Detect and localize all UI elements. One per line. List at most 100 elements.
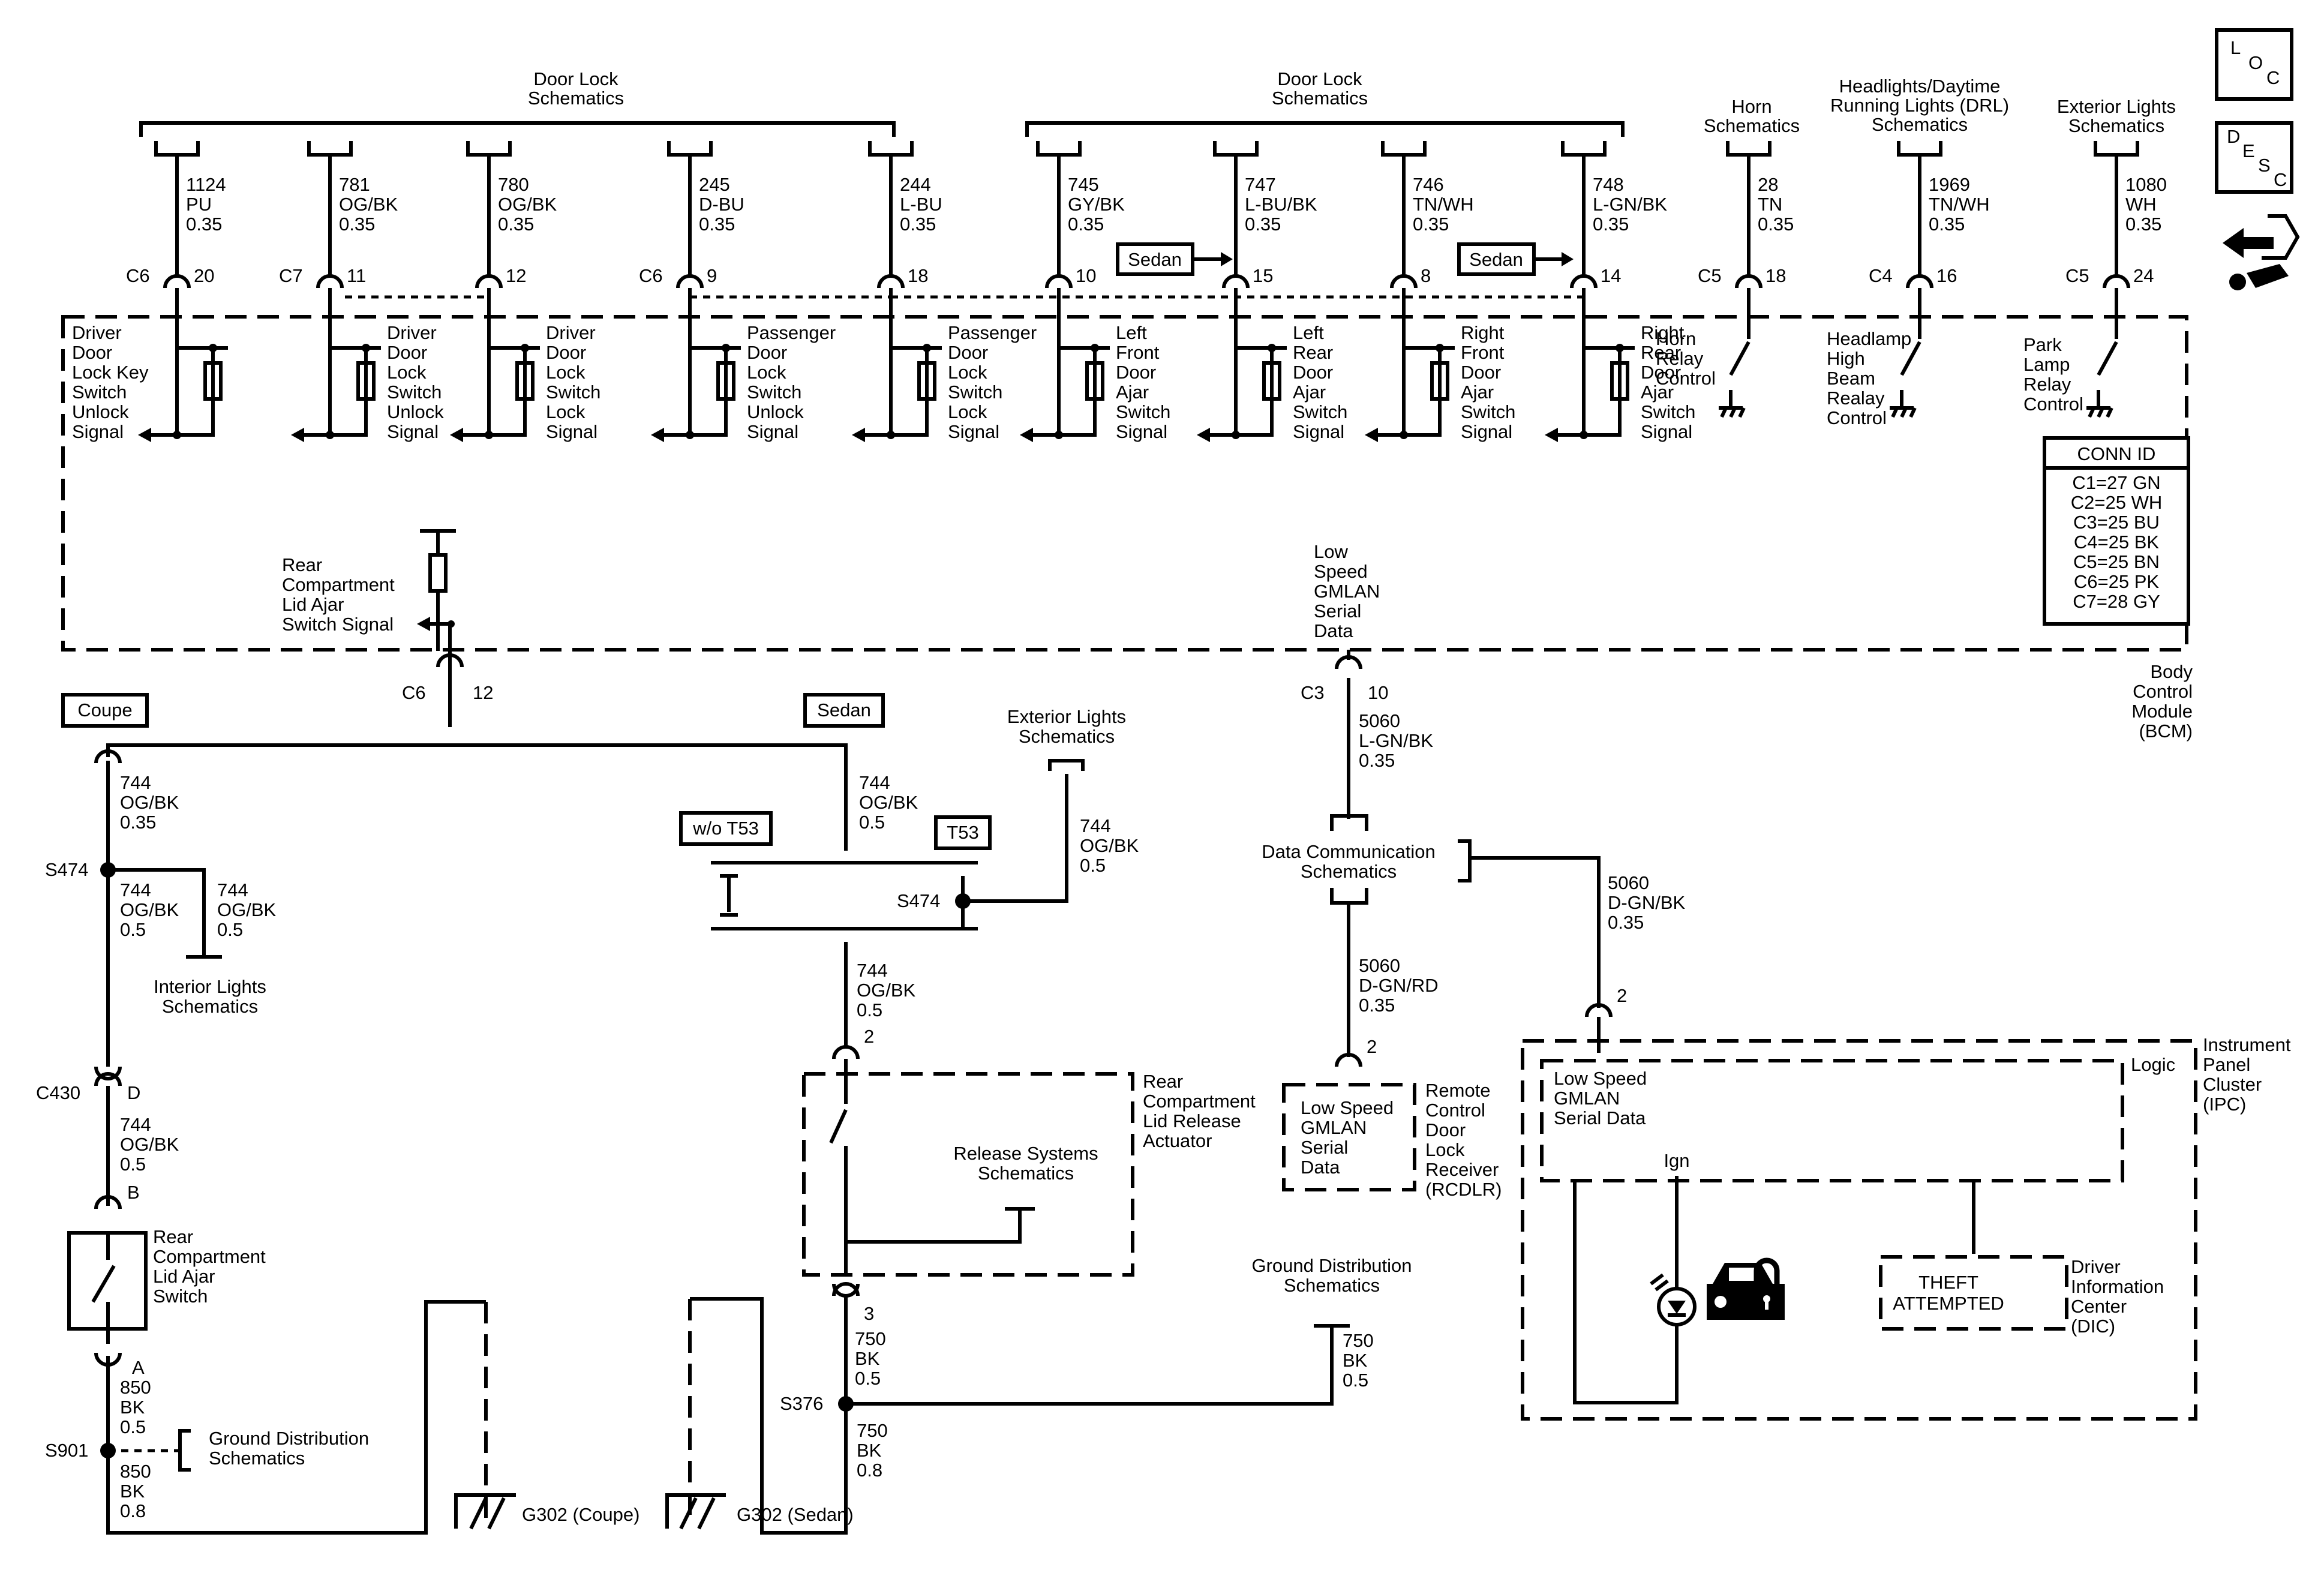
svg-text:S901: S901 <box>45 1440 88 1461</box>
wire-gauge: 0.35 <box>186 214 222 235</box>
svg-text:OG/BK: OG/BK <box>120 899 179 920</box>
svg-text:Passenger: Passenger <box>948 322 1037 343</box>
svg-text:ATTEMPTED: ATTEMPTED <box>1893 1293 2004 1314</box>
svg-text:Rear: Rear <box>1641 342 1681 363</box>
svg-text:Signal: Signal <box>948 421 999 442</box>
svg-text:Lock: Lock <box>747 362 786 383</box>
svg-text:Door: Door <box>546 342 586 363</box>
top-wire-747: 747L-BU/BK0.3515LeftRearDoorAjarSwitchSi… <box>1197 141 1347 442</box>
svg-text:Passenger: Passenger <box>747 322 836 343</box>
svg-text:OG/BK: OG/BK <box>217 899 277 920</box>
circuit-number: 748 <box>1593 174 1624 195</box>
svg-text:OG/BK: OG/BK <box>1080 835 1139 856</box>
connector-id: C7 <box>279 265 303 286</box>
svg-text:Schematics: Schematics <box>2068 115 2164 136</box>
svg-text:Control: Control <box>2023 394 2083 415</box>
svg-text:C4=25 BK: C4=25 BK <box>2074 532 2160 553</box>
svg-text:Lamp: Lamp <box>2023 354 2070 375</box>
svg-text:Signal: Signal <box>1116 421 1167 442</box>
circuit-number: 781 <box>339 174 370 195</box>
svg-text:S: S <box>2258 155 2271 176</box>
pin-number: 14 <box>1601 265 1621 286</box>
svg-text:Driver: Driver <box>387 322 437 343</box>
svg-text:C: C <box>2266 67 2280 88</box>
svg-text:Lid Release: Lid Release <box>1143 1110 1241 1131</box>
door-lock-bracket-1: Door Lock Schematics <box>139 68 896 137</box>
svg-text:Right: Right <box>1641 322 1685 343</box>
connector-id: C5 <box>1698 265 1722 286</box>
top-wire-748: 748L-GN/BK0.3514RightRearDoorAjarSwitchS… <box>1545 141 1695 442</box>
svg-text:(BCM): (BCM) <box>2139 721 2193 742</box>
svg-text:5060: 5060 <box>1359 710 1400 731</box>
desc-icon[interactable]: D E S C <box>2215 121 2293 194</box>
svg-text:0.5: 0.5 <box>120 1416 146 1437</box>
svg-text:Door: Door <box>1293 362 1333 383</box>
circuit-number: 1124 <box>186 174 226 195</box>
svg-text:750: 750 <box>1343 1330 1374 1351</box>
svg-text:Door: Door <box>387 342 427 363</box>
svg-text:Headlights/Daytime: Headlights/Daytime <box>1839 76 2001 97</box>
pin-number: 9 <box>707 265 717 286</box>
svg-text:GMLAN: GMLAN <box>1554 1088 1620 1109</box>
wire-gauge: 0.35 <box>2125 214 2161 235</box>
svg-text:Low: Low <box>1314 541 1348 562</box>
loc-icon[interactable]: L O C <box>2215 28 2293 101</box>
wire-gauge: 0.35 <box>339 214 375 235</box>
svg-text:Door: Door <box>1116 362 1156 383</box>
circuit-number: 1080 <box>2125 174 2167 195</box>
circuit-number: 245 <box>699 174 730 195</box>
door-lock-bracket-2: Door Lock Schematics <box>1025 68 1625 137</box>
svg-text:THEFT: THEFT <box>1918 1272 1978 1293</box>
wire-gauge: 0.35 <box>699 214 735 235</box>
svg-text:(DIC): (DIC) <box>2071 1316 2115 1337</box>
svg-text:S376: S376 <box>780 1393 823 1414</box>
svg-text:OG/BK: OG/BK <box>120 792 179 813</box>
svg-text:Serial: Serial <box>1314 601 1361 622</box>
pin-number: 18 <box>908 265 928 286</box>
svg-text:Exterior Lights: Exterior Lights <box>2057 96 2176 117</box>
svg-text:Switch: Switch <box>1641 401 1695 422</box>
svg-text:Door: Door <box>747 342 787 363</box>
svg-text:(IPC): (IPC) <box>2203 1094 2246 1115</box>
svg-text:S474: S474 <box>897 890 940 911</box>
svg-text:Switch: Switch <box>948 382 1002 403</box>
svg-text:Schematics: Schematics <box>1704 115 1800 136</box>
circuit-number: 780 <box>498 174 529 195</box>
svg-text:0.5: 0.5 <box>855 1368 881 1389</box>
svg-text:Exterior Lights: Exterior Lights <box>1007 706 1126 727</box>
svg-text:Signal: Signal <box>546 421 597 442</box>
connector-tool-icon[interactable] <box>2223 214 2300 290</box>
svg-text:Schematics: Schematics <box>1301 861 1397 882</box>
svg-text:Control: Control <box>2133 681 2193 702</box>
svg-text:Remote: Remote <box>1425 1080 1491 1101</box>
svg-text:Control: Control <box>1656 368 1716 389</box>
svg-text:Signal: Signal <box>387 421 439 442</box>
svg-text:Rear: Rear <box>282 554 322 575</box>
wire-color: OG/BK <box>339 194 398 215</box>
svg-text:0.35: 0.35 <box>1608 912 1644 933</box>
wire-color: L-BU <box>900 194 942 215</box>
svg-text:Cluster: Cluster <box>2203 1074 2262 1095</box>
svg-text:Data: Data <box>1314 620 1353 641</box>
wire-gauge: 0.35 <box>1929 214 1965 235</box>
circuit-number: 244 <box>900 174 931 195</box>
circuit-number: 1969 <box>1929 174 1970 195</box>
svg-text:Left: Left <box>1293 322 1324 343</box>
wire-color: D-BU <box>699 194 744 215</box>
svg-text:Data: Data <box>1301 1157 1340 1178</box>
svg-text:5060: 5060 <box>1608 872 1649 893</box>
svg-text:Realay: Realay <box>1827 388 1885 409</box>
svg-text:Receiver: Receiver <box>1425 1159 1499 1180</box>
svg-text:Lock: Lock <box>546 362 585 383</box>
svg-text:Unlock: Unlock <box>72 401 129 422</box>
svg-text:2: 2 <box>1367 1036 1377 1057</box>
svg-text:Ajar: Ajar <box>1293 382 1326 403</box>
svg-text:750: 750 <box>857 1420 888 1441</box>
svg-text:G302 (Sedan): G302 (Sedan) <box>737 1504 854 1525</box>
svg-text:Lock: Lock <box>546 401 585 422</box>
svg-text:Door: Door <box>1425 1119 1466 1140</box>
svg-text:BK: BK <box>855 1348 880 1369</box>
svg-text:Schematics: Schematics <box>209 1448 305 1469</box>
svg-text:C6: C6 <box>402 682 426 703</box>
